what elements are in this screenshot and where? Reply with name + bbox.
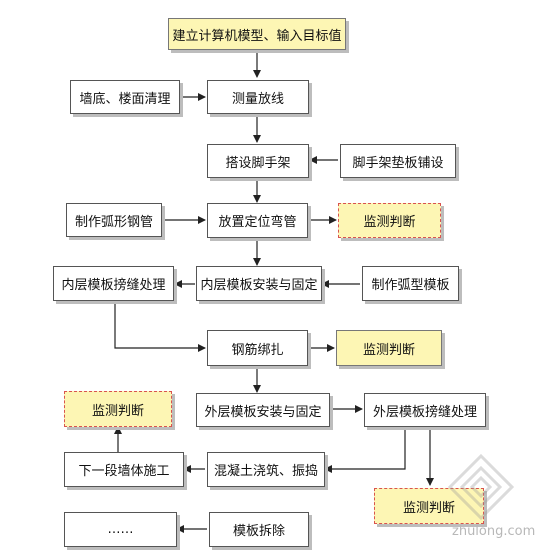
node-outer-seam: 外层模板搒缝处理: [364, 393, 486, 427]
node-monitor-2: 监测判断: [336, 330, 442, 366]
node-survey: 测量放线: [207, 80, 309, 114]
node-wall-clean: 墙底、楼面清理: [70, 80, 180, 114]
arrow-seam-to-rebar: [114, 301, 206, 352]
node-inner-install: 内层模板安装与固定: [196, 266, 322, 301]
node-monitor-4: 监测判断: [374, 488, 484, 524]
node-scaffold-board: 脚手架垫板铺设: [340, 144, 456, 178]
node-make-pipe: 制作弧形钢管: [66, 203, 162, 237]
arrow-outerseam-to-concrete: [324, 426, 406, 473]
watermark-logo-icon: [447, 453, 515, 521]
node-scaffold: 搭设脚手架: [207, 144, 309, 178]
node-inner-seam: 内层模板搒缝处理: [53, 266, 174, 301]
node-make-arc-form: 制作弧型模板: [362, 266, 459, 301]
node-next-wall: 下一段墙体施工: [64, 452, 184, 487]
node-outer-install: 外层模板安装与固定: [196, 393, 330, 427]
node-ellipsis: ……: [64, 512, 177, 547]
node-monitor-3: 监测判断: [64, 391, 172, 427]
node-build-model: 建立计算机模型、输入目标值: [168, 18, 346, 50]
watermark-text: zhulong.com: [452, 524, 536, 539]
node-concrete: 混凝土浇筑、振捣: [207, 452, 325, 487]
node-form-remove: 模板拆除: [209, 512, 309, 547]
node-place-bend: 放置定位弯管: [207, 203, 308, 238]
node-rebar: 钢筋绑扎: [207, 330, 308, 366]
node-monitor-1: 监测判断: [338, 203, 441, 238]
